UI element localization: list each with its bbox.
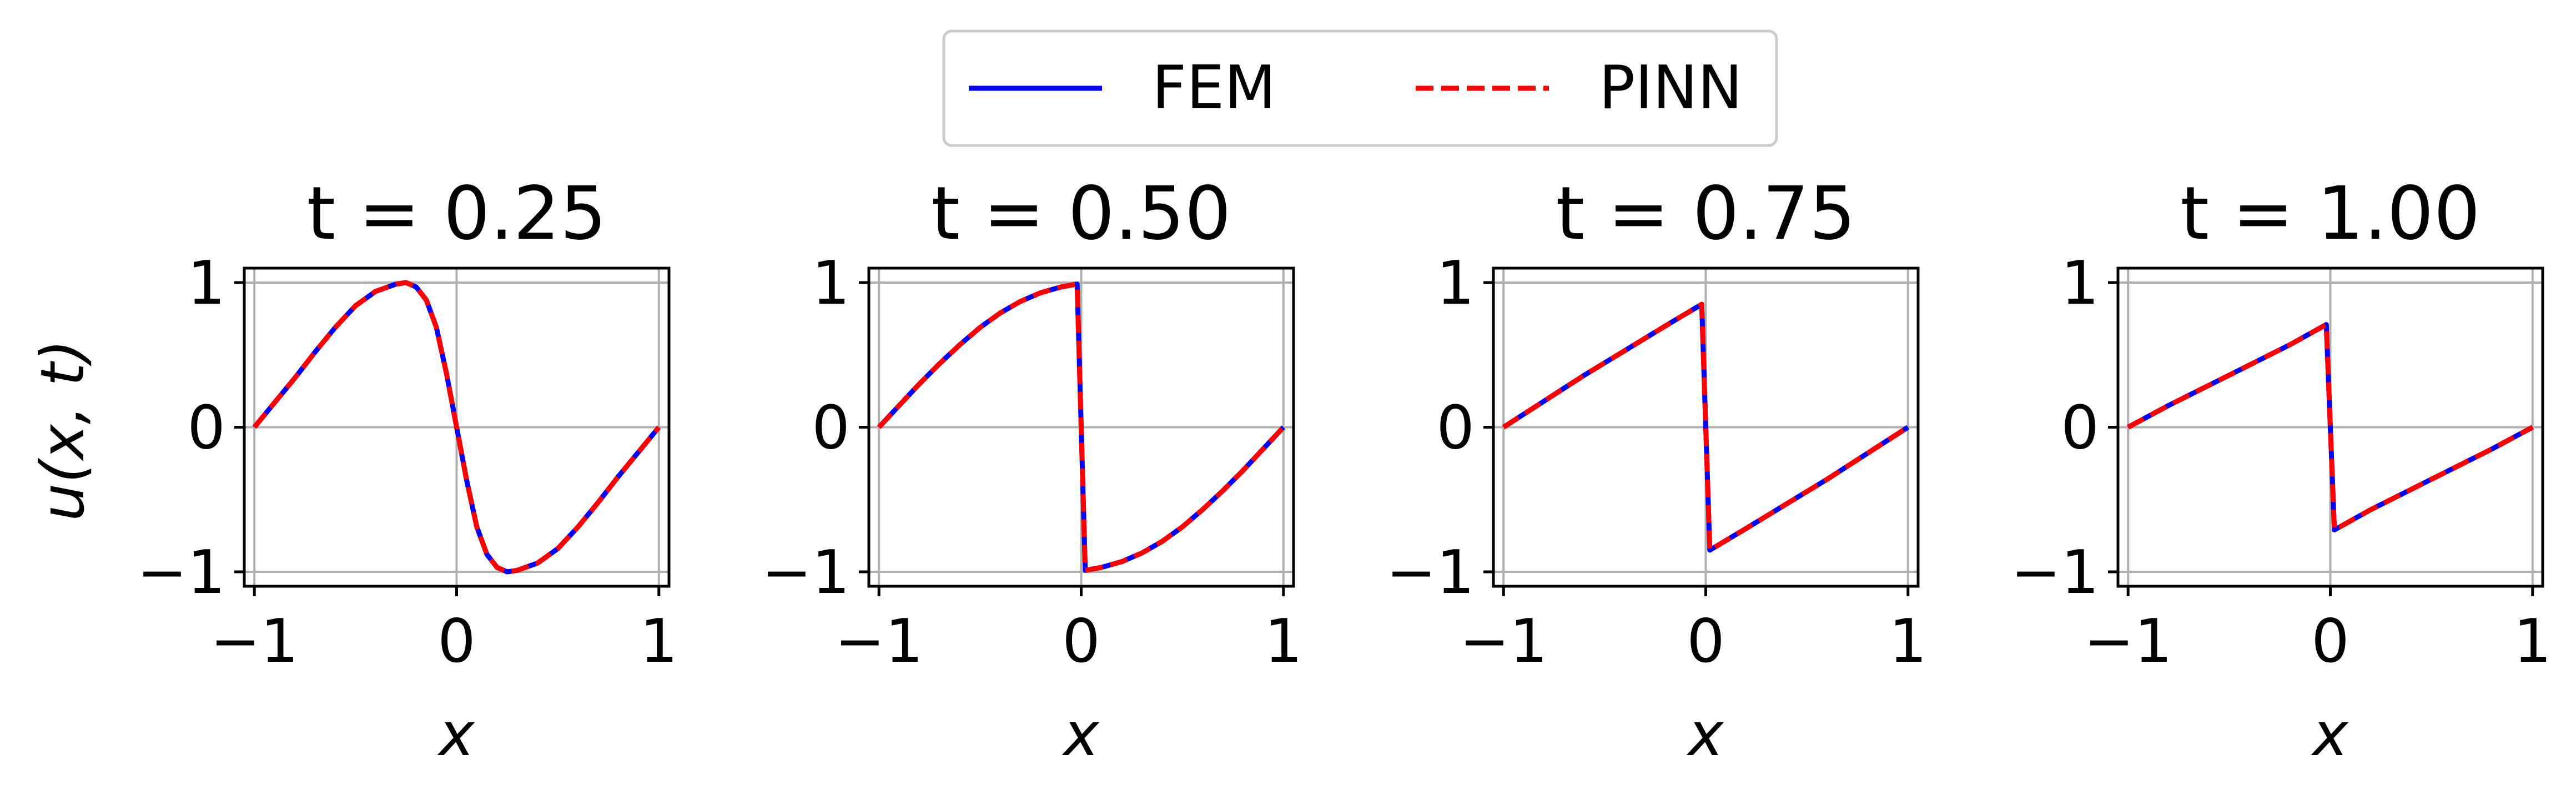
x-tick-label: 0	[1687, 607, 1725, 676]
y-tick-label: −1	[762, 538, 850, 607]
panel-title: t = 0.50	[931, 171, 1231, 256]
panel-3: −1 0 1 −1 0 1 t = 0.75 x	[1386, 171, 1927, 769]
series-pinn-line	[1502, 301, 1910, 553]
panel-title: t = 0.25	[306, 171, 606, 256]
y-tick-label: 1	[812, 249, 850, 318]
x-tick-label: 1	[2513, 607, 2552, 676]
panel-2: −1 0 1 −1 0 1 t = 0.50 x	[762, 171, 1302, 769]
x-tick-label: −1	[1460, 607, 1548, 676]
y-tick-label: 1	[187, 249, 225, 318]
x-tick-label: −1	[2084, 607, 2172, 676]
y-tick-label: −1	[1386, 538, 1475, 607]
panel-title: t = 1.00	[2180, 171, 2480, 256]
legend: FEM PINN	[942, 29, 1778, 147]
panel-title: t = 0.75	[1556, 171, 1855, 256]
y-tick-label: 0	[187, 394, 225, 463]
x-tick-label: 1	[1264, 607, 1302, 676]
x-tick-label: 0	[1062, 607, 1100, 676]
x-axis-label: x	[1687, 700, 1724, 769]
y-tick-label: 1	[1436, 249, 1475, 318]
x-tick-label: 1	[640, 607, 678, 676]
panel-4: −1 0 1 −1 0 1 t = 1.00 x	[2011, 171, 2552, 769]
x-axis-label: x	[2311, 700, 2349, 769]
y-tick-label: 0	[1436, 394, 1475, 463]
legend-frame	[942, 29, 1778, 147]
x-tick-label: 0	[2311, 607, 2349, 676]
x-axis-label: x	[437, 700, 475, 769]
x-tick-label: −1	[835, 607, 923, 676]
x-tick-label: 1	[1889, 607, 1927, 676]
x-tick-label: −1	[210, 607, 299, 676]
y-tick-label: −1	[137, 538, 225, 607]
series-pinn-line	[877, 281, 1286, 573]
series-pinn-line	[2127, 322, 2534, 532]
y-tick-label: 0	[812, 394, 850, 463]
legend-fem-label: FEM	[1152, 53, 1276, 123]
y-tick-label: 1	[2061, 249, 2099, 318]
y-tick-label: −1	[2011, 538, 2099, 607]
x-tick-label: 0	[437, 607, 476, 676]
x-axis-label: x	[1062, 700, 1100, 769]
y-tick-label: 0	[2061, 394, 2099, 463]
legend-pinn-label: PINN	[1599, 53, 1743, 123]
y-axis-label: u(x, t)	[28, 339, 98, 521]
panel-1: −1 0 1 −1 0 1 t = 0.25 x	[137, 171, 678, 769]
series-pinn-line	[252, 280, 661, 575]
